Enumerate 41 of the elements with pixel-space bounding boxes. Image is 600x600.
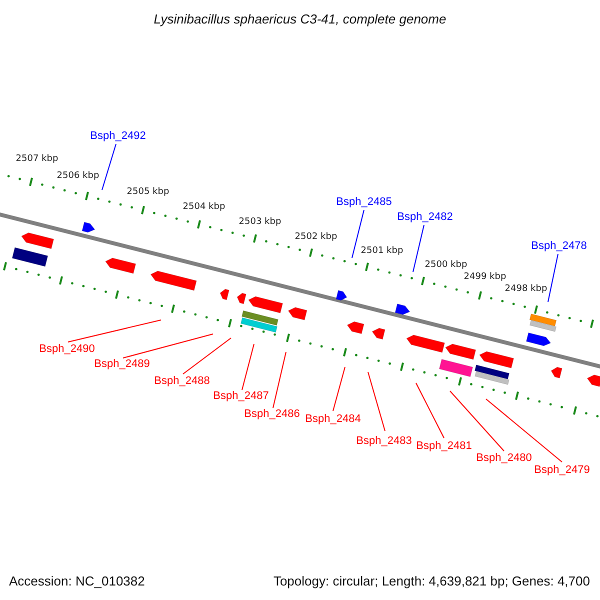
diagram-title: Lysinibacillus sphaericus C3-41, complete genome <box>154 12 446 26</box>
leader-line <box>486 398 562 462</box>
gene-label: Bsph_2484 <box>305 413 361 425</box>
scale-label: 2505 kbp <box>126 187 170 197</box>
gene-label: Bsph_2489 <box>94 358 150 370</box>
gene-label: Bsph_2480 <box>476 452 532 464</box>
leader-line <box>122 334 214 358</box>
gene-label: Bsph_2492 <box>90 130 146 142</box>
scale-label: 2501 kbp <box>360 246 404 256</box>
leader-line <box>102 144 116 190</box>
gene-label: Bsph_2479 <box>534 464 590 476</box>
gene-label: Bsph_2481 <box>416 440 472 452</box>
gene-label: Bsph_2487 <box>213 390 269 402</box>
leader-line <box>182 338 232 374</box>
leader-line <box>412 224 424 272</box>
leader-line <box>242 344 254 390</box>
gene-label: Bsph_2478 <box>531 240 587 252</box>
scale-label: 2502 kbp <box>294 232 338 242</box>
leader-line <box>272 352 286 408</box>
leader-line <box>332 366 346 412</box>
scale-label: 2500 kbp <box>424 260 468 270</box>
scale-label: 2506 kbp <box>56 171 100 181</box>
leader-line <box>68 320 162 342</box>
gene-label: Bsph_2483 <box>356 435 412 447</box>
leader-line <box>368 372 386 432</box>
gene-label: Bsph_2482 <box>397 211 453 223</box>
gene-label: Bsph_2490 <box>39 343 95 355</box>
leader-line <box>548 254 558 302</box>
genome-info-text: Topology: circular; Length: 4,639,821 bp; Genes: 4,700 <box>273 574 590 588</box>
scale-label: 2498 kbp <box>504 284 548 294</box>
accession-text: Accession: NC_010382 <box>9 574 145 588</box>
scale-label: 2503 kbp <box>238 217 282 227</box>
scale-label: 2507 kbp <box>16 154 58 164</box>
gene-label: Bsph_2485 <box>336 196 392 208</box>
gene-label: Bsph_2488 <box>154 375 210 387</box>
leader-line <box>416 382 444 438</box>
leader-line <box>352 210 364 258</box>
gene-label: Bsph_2486 <box>244 408 300 420</box>
leader-line <box>450 390 504 452</box>
scale-label: 2499 kbp <box>464 272 506 282</box>
scale-label: 2504 kbp <box>182 202 226 212</box>
